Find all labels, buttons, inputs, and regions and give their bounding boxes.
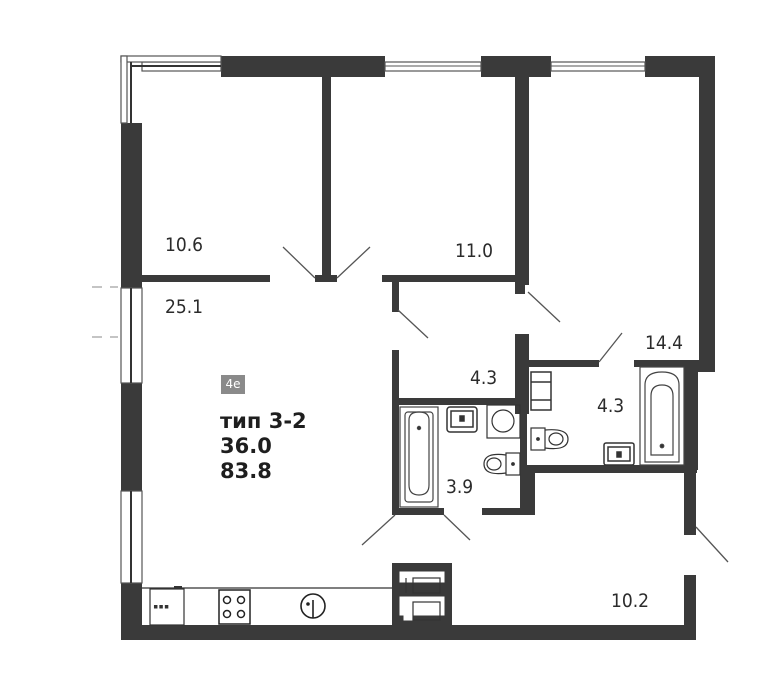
svg-text:▪▪▪: ▪▪▪: [153, 602, 169, 612]
window-left-corner: [120, 55, 222, 63]
wall-top-left: [221, 56, 385, 77]
wall-right: [699, 56, 715, 372]
door-bath1-left: [361, 514, 396, 546]
apartment-badge: 4е: [221, 375, 245, 394]
door-bedroom3: [598, 332, 623, 363]
wall-bath2-left-low: [527, 465, 535, 515]
door-corridor-left: [397, 309, 429, 339]
wall-partition-2b: [515, 280, 525, 294]
door-bedroom1: [282, 246, 316, 279]
toilet-1-icon: [483, 452, 521, 476]
room-area-corridor: 4.3: [470, 367, 498, 389]
wall-bath1-top: [392, 398, 527, 405]
vent-shaft-icon: [530, 371, 552, 411]
washing-machine-icon: [486, 404, 521, 439]
wall-bedroom2-bottom: [382, 275, 520, 282]
wall-bath2-top-right: [634, 360, 684, 367]
stove-icon: [218, 589, 251, 625]
wall-partition-1: [322, 77, 331, 275]
wall-bath1-left: [392, 350, 399, 515]
sink-2-icon: [603, 442, 635, 466]
wall-bath2-bottom: [527, 465, 697, 473]
room-area-bedroom-3: 14.4: [645, 332, 684, 354]
wall-top-mid: [481, 56, 551, 77]
wall-bath1-right: [520, 398, 527, 513]
room-area-bedroom-2: 11.0: [455, 240, 494, 262]
wall-corridor-stub: [392, 282, 399, 312]
door-bedroom2b: [527, 291, 561, 323]
wall-partition-1-foot: [315, 275, 337, 282]
window-left-corner-v: [120, 55, 128, 124]
wall-right-bottom: [684, 575, 696, 640]
wall-bottom: [121, 625, 696, 640]
door-bedroom2: [336, 246, 371, 279]
wall-bath1-bottom-right: [482, 508, 527, 515]
room-area-hall: 10.2: [611, 590, 650, 612]
wall-top-right: [645, 56, 715, 77]
wall-left-top: [121, 123, 142, 288]
room-area-bathroom-1: 3.9: [446, 476, 474, 498]
door-bath1-right: [443, 514, 471, 541]
toilet-2-icon: [530, 427, 569, 451]
dishwasher-icon: ▪▪▪: [149, 586, 185, 626]
room-area-bedroom-1: 10.6: [165, 234, 204, 256]
wall-bath1-bottom-left: [392, 508, 444, 515]
wall-bedroom1-bottom: [142, 275, 270, 282]
sink-1-icon: [446, 406, 478, 433]
bathtub-2-icon: [639, 366, 685, 466]
wall-partition-2: [515, 77, 529, 285]
bathtub-1-icon: [399, 406, 439, 508]
room-area-kitchen-living: 25.1: [165, 296, 204, 318]
wall-shaft-top: [529, 360, 599, 367]
kitchen-sink-icon: [300, 593, 326, 619]
living-area-value: 36.0: [220, 434, 272, 458]
wall-left-mid: [121, 383, 142, 491]
apartment-type: тип 3-2: [220, 409, 307, 433]
wall-shaft-left: [515, 334, 529, 414]
wall-right-lower: [684, 360, 698, 470]
wall-right-hall: [684, 470, 696, 535]
room-area-bathroom-2: 4.3: [597, 395, 625, 417]
door-hall: [695, 526, 729, 563]
total-area-value: 83.8: [220, 459, 272, 483]
